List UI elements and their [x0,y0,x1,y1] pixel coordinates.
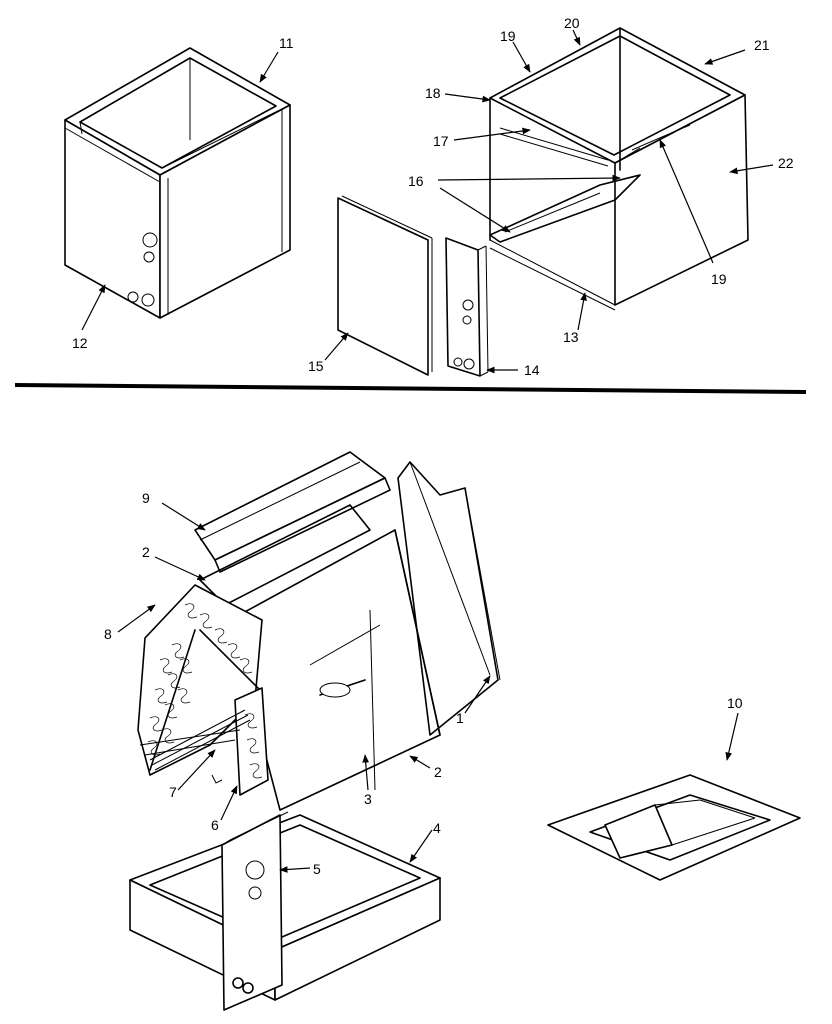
label-21: 21 [754,37,770,53]
label-7: 7 [169,784,177,800]
coil-assembly [137,451,501,811]
label-13: 13 [563,329,579,345]
tubing-panel [445,237,489,377]
label-14: 14 [524,362,540,378]
label-3: 3 [364,791,372,807]
access-panel [337,195,433,376]
part-labels: 11 12 19 20 21 18 17 16 22 19 13 15 14 9… [72,15,794,877]
section-divider [14,383,807,394]
label-12: 12 [72,335,88,351]
label-5: 5 [313,861,321,877]
label-22: 22 [778,155,794,171]
label-19-bottom: 19 [711,271,727,287]
uncased-cabinet [489,27,749,311]
label-2-upper: 2 [142,544,150,560]
label-11: 11 [279,35,294,51]
label-9: 9 [142,490,150,506]
label-15: 15 [308,358,324,374]
leader-lines [81,29,774,873]
label-19-top: 19 [500,28,516,44]
label-16: 16 [408,173,424,189]
label-8: 8 [104,626,112,642]
label-18: 18 [425,85,441,101]
plenum-adapter [547,774,801,881]
label-17: 17 [433,133,449,149]
label-10: 10 [727,695,743,711]
label-6: 6 [211,817,219,833]
label-20: 20 [564,15,580,31]
label-4: 4 [433,820,441,836]
label-2-lower: 2 [434,764,442,780]
cased-cabinet [64,47,291,319]
drain-pan [129,811,441,1011]
label-1: 1 [456,710,464,726]
